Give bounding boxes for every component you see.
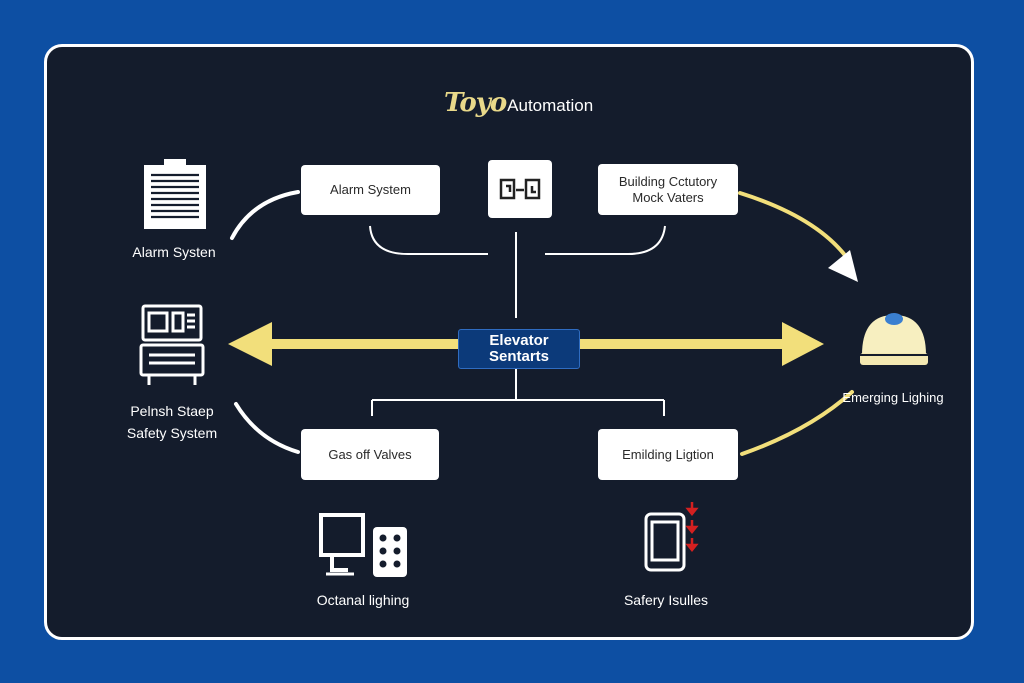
logo-brand: Toyo: [444, 88, 507, 118]
emerging-lighting-label: Emerging Lighing: [842, 390, 944, 405]
arrowhead-left: [228, 322, 272, 366]
emilding-box-label: Emilding Ligtion: [622, 446, 714, 462]
emilding-box: Emilding Ligtion: [598, 429, 738, 480]
arrowhead-down-right: [828, 250, 858, 282]
circuit-board-box: [488, 160, 552, 218]
center-node: Elevator Sentarts: [458, 329, 580, 369]
safery-label: Safery Isulles: [623, 592, 709, 608]
center-node-line2: Sentarts: [488, 348, 550, 365]
alarm-side-label: Alarm Systen: [132, 244, 216, 260]
alarm-system-box-label: Alarm System: [330, 182, 411, 197]
octanal-lighting-label: Octanal lighing: [316, 592, 410, 608]
curve-building-to-light: [738, 191, 852, 264]
connector-top-left: [369, 225, 488, 255]
document-list-icon: [144, 159, 206, 229]
alarm-system-box: Alarm System: [301, 165, 440, 215]
arrow-shaft-right: [578, 339, 792, 349]
circuit-board-icon: [499, 178, 541, 200]
alert-arrows-icon: [685, 502, 699, 553]
building-box: Building Cctutory Mock Vaters: [598, 164, 738, 215]
building-box-line1: Building Cctutory: [618, 173, 718, 189]
center-node-line1: Elevator: [489, 332, 549, 349]
tablet-icon: [644, 502, 699, 572]
panic-step-label-line1: Pelnsh Staep: [130, 403, 214, 419]
arrowhead-right: [782, 322, 824, 366]
gas-valves-box: Gas off Valves: [301, 429, 439, 480]
logo-rest: Automation: [507, 96, 594, 115]
keypad-icon: [373, 527, 407, 577]
dome-light-icon: [860, 313, 928, 365]
control-unit-icon: [139, 304, 205, 385]
tree-lines: [369, 225, 666, 416]
brand-logo: Toyo Automation: [444, 88, 593, 122]
monitor-icon: [319, 513, 365, 576]
panic-step-label-line2: Safety System: [126, 425, 218, 441]
building-box-line2: Mock Vaters: [632, 189, 704, 205]
gas-valves-box-label: Gas off Valves: [328, 446, 412, 462]
curve-alarm-link: [230, 190, 300, 240]
curve-safety-link: [234, 402, 300, 454]
connector-top-right: [545, 225, 666, 255]
main-double-arrow: [228, 322, 824, 366]
arrow-shaft-left: [262, 339, 458, 349]
curve-light-to-emilding: [740, 390, 854, 456]
